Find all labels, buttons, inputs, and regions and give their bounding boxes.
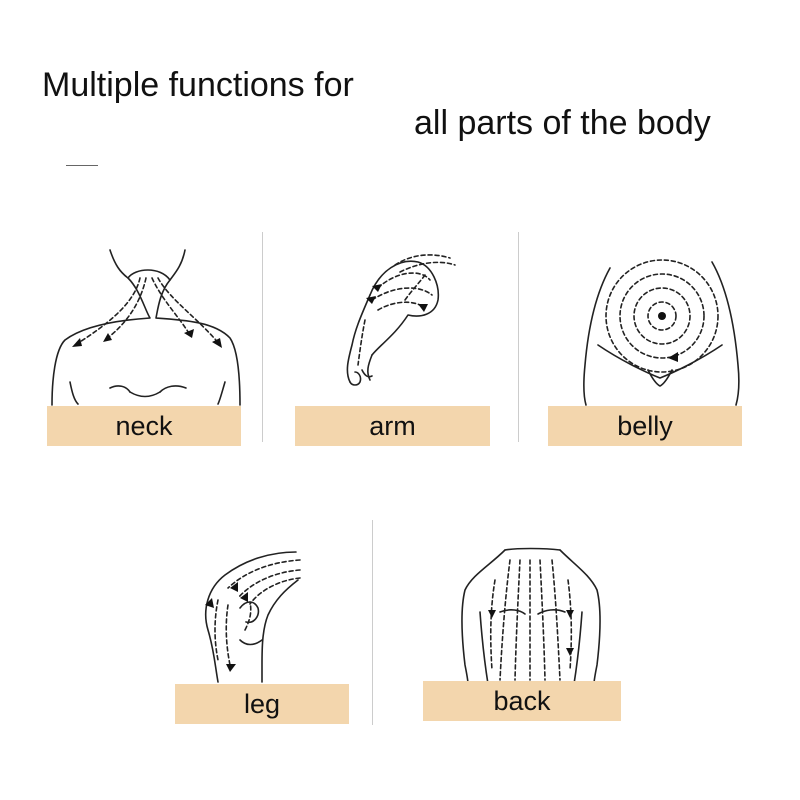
label-leg: leg — [175, 684, 349, 724]
column-divider — [372, 520, 373, 725]
label-arm: arm — [295, 406, 490, 446]
title-line-2: all parts of the body — [414, 104, 711, 142]
decorative-dash — [66, 165, 98, 166]
title-line-1: Multiple functions for — [42, 66, 354, 104]
label-neck: neck — [47, 406, 241, 446]
column-divider — [262, 232, 263, 442]
label-back: back — [423, 681, 621, 721]
column-divider — [518, 232, 519, 442]
label-belly: belly — [548, 406, 742, 446]
